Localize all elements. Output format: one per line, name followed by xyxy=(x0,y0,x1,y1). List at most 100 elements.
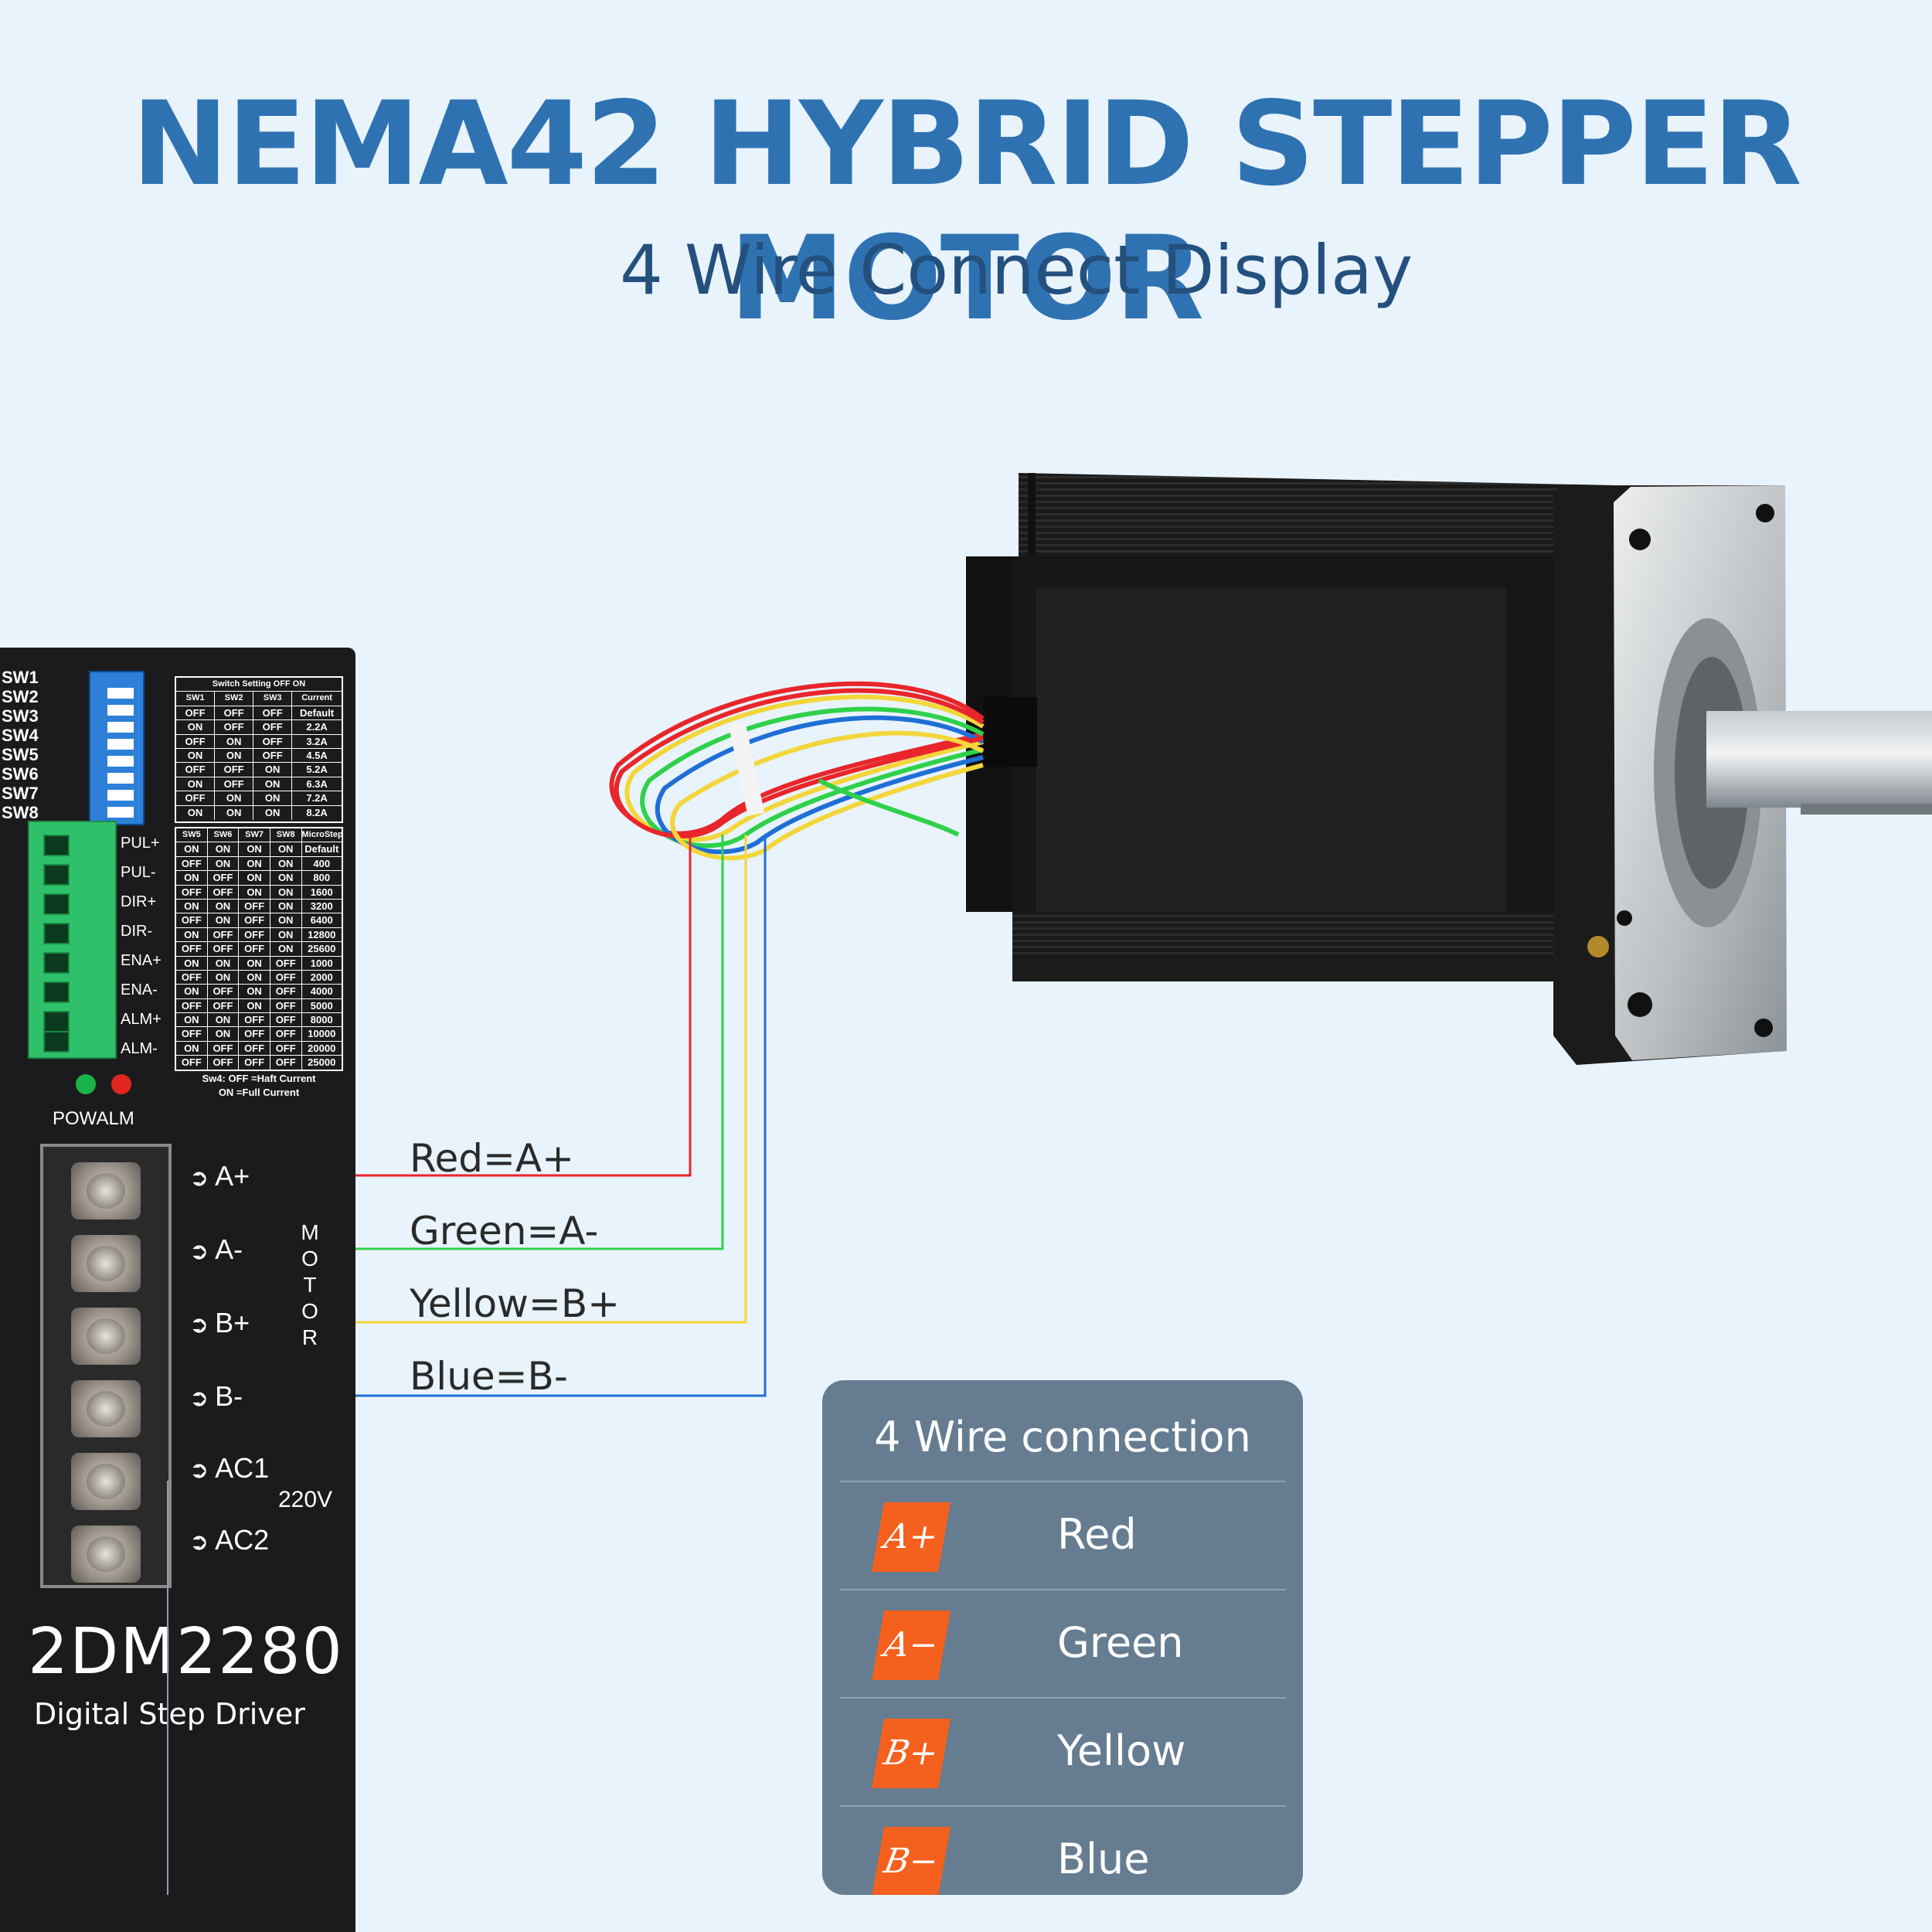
table-cell: ON xyxy=(270,942,302,956)
table-cell: ON xyxy=(208,1027,240,1041)
pin-badge: A+ xyxy=(872,1502,951,1572)
page-subtitle: 4 Wire Connect Display xyxy=(619,230,1413,310)
table-cell: OFF xyxy=(239,899,270,913)
connection-row: B+ Yellow xyxy=(839,1697,1286,1805)
terminal-label: ➲AC2 xyxy=(189,1524,270,1556)
signal-label: ALM- xyxy=(121,1040,158,1057)
table-cell: OFF xyxy=(208,942,240,956)
table-cell: OFF xyxy=(176,913,208,927)
wire-color-name: Green xyxy=(1057,1618,1184,1667)
table-cell: OFF xyxy=(270,1027,302,1041)
dip-switch-block[interactable] xyxy=(89,671,145,825)
table-cell: ON xyxy=(270,856,302,871)
terminal-slot xyxy=(43,1011,70,1032)
table-note: Sw4: OFF =Haft Current xyxy=(202,1073,316,1084)
pin-badge: B− xyxy=(872,1827,951,1895)
dip-switch[interactable] xyxy=(107,773,134,784)
dip-switch[interactable] xyxy=(107,807,134,818)
table-cell: Default xyxy=(304,843,339,855)
table-cell: 25000 xyxy=(308,1056,336,1069)
table-cell: ON xyxy=(176,1013,208,1027)
table-cell: ON xyxy=(215,734,254,748)
wire-label-blue: Blue=B- xyxy=(410,1354,568,1399)
dip-switch[interactable] xyxy=(107,705,134,716)
table-cell: OFF xyxy=(270,1013,302,1027)
table-cell: OFF xyxy=(208,998,240,1013)
table-cell: ON xyxy=(253,777,293,791)
pin-badge: B+ xyxy=(872,1719,951,1788)
signal-label: ENA+ xyxy=(121,952,162,969)
table-cell: ON xyxy=(270,927,302,942)
signal-label: DIR+ xyxy=(121,893,157,910)
table-cell: SW6 xyxy=(208,828,240,842)
table-cell: OFF xyxy=(239,913,270,927)
table-cell: OFF xyxy=(253,748,293,763)
table-cell: OFF xyxy=(176,942,208,956)
motor-letter: M xyxy=(301,1220,319,1244)
table-cell: ON xyxy=(270,871,302,885)
flange-bolt-hole xyxy=(1756,504,1774,522)
wire-connection-panel: 4 Wire connection A+ Red A− Green B+ Yel… xyxy=(822,1380,1303,1895)
table-cell: 400 xyxy=(313,857,331,869)
flange-bolt-hole xyxy=(1628,992,1652,1017)
table-cell: ON xyxy=(208,899,240,913)
flange-bolt-hole xyxy=(1629,529,1651,550)
dip-switch[interactable] xyxy=(107,790,134,801)
table-cell: 10000 xyxy=(308,1028,336,1040)
motor-letter: T xyxy=(303,1273,317,1297)
table-cell: OFF xyxy=(208,885,240,899)
table-cell: 800 xyxy=(313,872,331,884)
table-cell: 1600 xyxy=(310,886,333,898)
terminal-arrow-icon: ➲ xyxy=(189,1165,209,1191)
dip-switch[interactable] xyxy=(107,688,134,699)
led-caption: POWALM xyxy=(53,1108,134,1129)
table-cell: ON xyxy=(239,856,270,871)
dip-switch[interactable] xyxy=(107,722,134,733)
motor-letter: R xyxy=(301,1325,318,1349)
table-cell: OFF xyxy=(176,1027,208,1041)
motor-letter: O xyxy=(301,1299,318,1323)
dip-switch[interactable] xyxy=(107,739,134,750)
table-cell: OFF xyxy=(208,985,240,998)
switch-label: SW6 xyxy=(2,764,39,784)
switch-label: SW3 xyxy=(2,706,39,726)
terminal-slot xyxy=(43,923,70,944)
page-title: NEMA42 HYBRID STEPPER MOTOR xyxy=(131,77,1802,346)
switch-label: SW4 xyxy=(2,726,39,745)
table-cell: SW3 xyxy=(253,692,293,706)
table-cell: OFF xyxy=(176,1056,208,1070)
dip-switch[interactable] xyxy=(107,756,134,767)
table-cell: ON xyxy=(239,842,270,856)
table-cell: OFF xyxy=(215,763,254,777)
table-cell: OFF xyxy=(208,1041,240,1056)
terminal-screw xyxy=(71,1526,141,1583)
table-caption-row: Switch Setting OFF ON xyxy=(176,678,342,692)
table-cell: ON xyxy=(208,913,240,927)
connection-row: B− Blue xyxy=(839,1805,1286,1895)
table-cell: OFF xyxy=(215,777,254,791)
table-cell: ON xyxy=(270,885,302,899)
table-cell: OFF xyxy=(239,927,270,942)
table-cell: ON xyxy=(239,998,270,1013)
table-caption: Switch Setting OFF ON xyxy=(212,679,306,689)
connection-row: A− Green xyxy=(839,1589,1286,1697)
terminal-screw xyxy=(71,1162,141,1219)
terminal-slot xyxy=(43,835,70,856)
table-cell: 1000 xyxy=(310,957,333,969)
table-cell: OFF xyxy=(270,1056,302,1070)
table-cell: OFF xyxy=(215,720,254,734)
table-cell: ON xyxy=(270,913,302,927)
motor-body-bottom xyxy=(1012,912,1615,958)
table-cell: ON xyxy=(176,805,216,820)
table-cell: 20000 xyxy=(308,1042,336,1054)
wire-label-red: Red=A+ xyxy=(410,1136,574,1181)
